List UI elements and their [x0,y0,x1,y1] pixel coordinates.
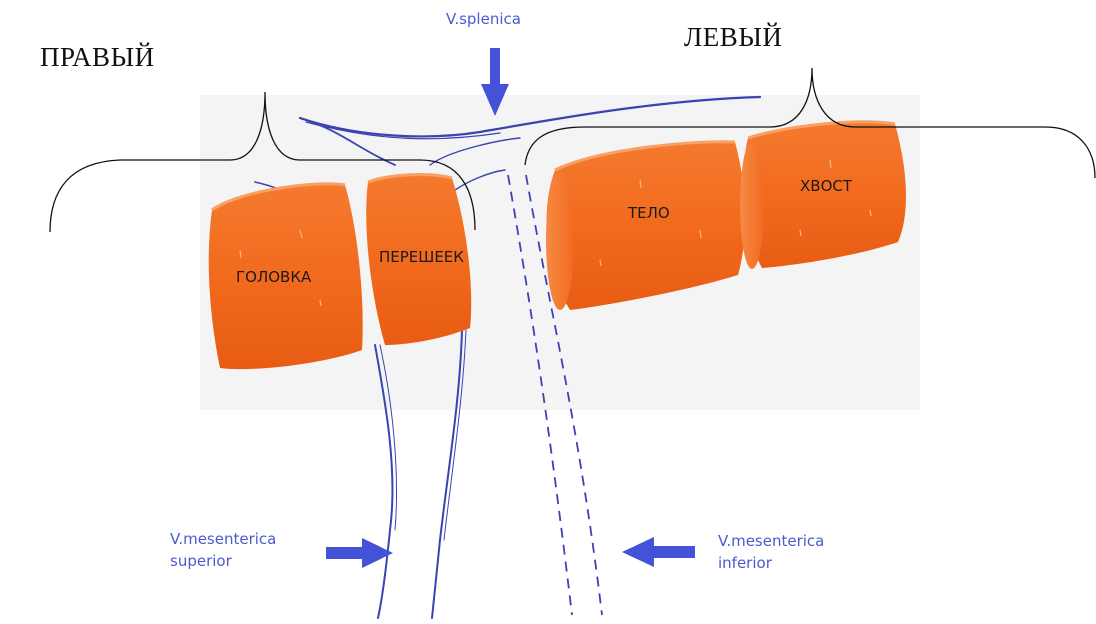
splenic-vein-label: V.splenica [446,8,521,30]
superior-mesenteric-label: V.mesenterica superior [170,528,276,572]
left-side-label: ЛЕВЫЙ [684,22,782,53]
tail-label: ХВОСТ [800,177,852,195]
inferior-label-line2: inferior [718,552,824,574]
superior-arrow [326,538,393,568]
head-label: ГОЛОВКА [236,268,311,286]
inferior-arrow [622,537,695,567]
superior-label-line2: superior [170,550,276,572]
isthmus-label: ПЕРЕШЕЕК [379,248,464,266]
body-label: ТЕЛО [628,204,670,222]
inferior-label-line1: V.mesenterica [718,530,824,552]
inferior-mesenteric-label: V.mesenterica inferior [718,530,824,574]
superior-label-line1: V.mesenterica [170,528,276,550]
tail-segment [740,122,906,269]
right-side-label: ПРАВЫЙ [40,42,155,73]
